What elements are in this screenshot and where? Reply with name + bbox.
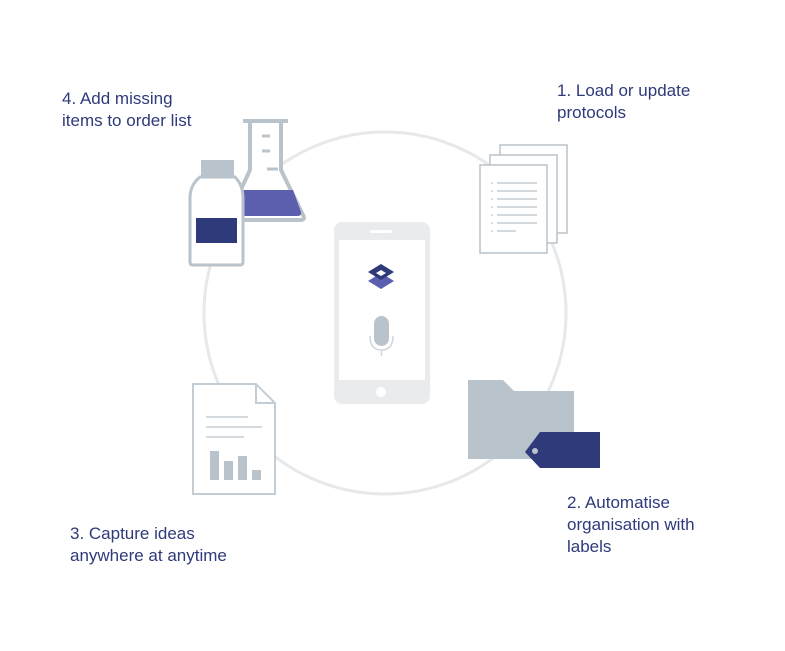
protocol-documents-icon xyxy=(479,144,568,254)
step-4-line-2: items to order list xyxy=(62,111,192,130)
step-3-label: 3. Capture ideas anywhere at anytime xyxy=(70,523,227,567)
step-3-line-2: anywhere at anytime xyxy=(70,546,227,565)
step-4-label: 4. Add missing items to order list xyxy=(62,88,191,132)
phone-icon xyxy=(334,222,430,404)
layers-logo-icon xyxy=(368,264,394,289)
step-1-line-2: protocols xyxy=(557,103,626,122)
step-2-line-3: labels xyxy=(567,537,612,556)
label-tag-icon xyxy=(525,432,600,468)
step-3-line-1: 3. Capture ideas xyxy=(70,524,195,543)
step-1-label: 1. Load or update protocols xyxy=(557,80,690,124)
step-4-line-1: 4. Add missing xyxy=(62,89,173,108)
bottle-icon xyxy=(188,160,245,267)
step-2-line-2: organisation with xyxy=(567,515,695,534)
step-2-line-1: 2. Automatise xyxy=(567,493,671,512)
step-2-label: 2. Automatise organisation with labels xyxy=(567,492,695,558)
step-1-line-1: 1. Load or update xyxy=(557,81,691,100)
report-document-icon xyxy=(192,383,276,495)
cycle-circle xyxy=(202,130,568,496)
microphone-icon xyxy=(369,316,394,356)
